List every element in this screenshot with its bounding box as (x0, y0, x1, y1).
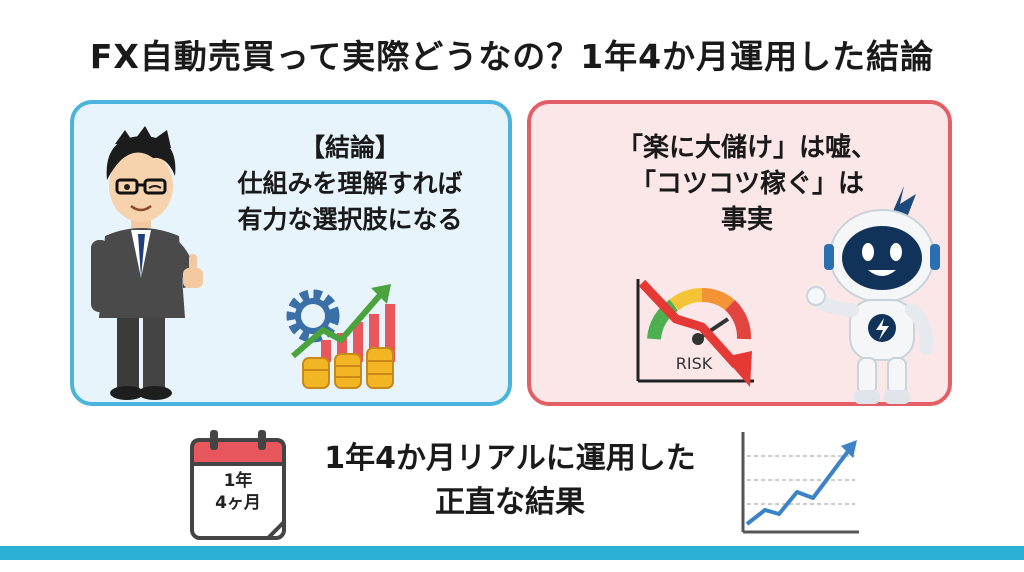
robot-mascot (806, 186, 940, 404)
risk-gauge-icon: RISK (636, 279, 754, 387)
down-arrow-icon (638, 279, 752, 387)
calendar-label: 1年 4ヶ月 (193, 470, 283, 514)
conclusion-line-1: 仕組みを理解すれば (237, 169, 463, 198)
risk-line-1: 「楽に大儲け」は嘘、 (616, 133, 877, 163)
calendar-icon (190, 430, 286, 540)
coin-stack-icon (302, 347, 394, 389)
line-chart-icon (741, 432, 859, 534)
conclusion-text: 【結論】 仕組みを理解すれば 有力な選択肢になる (200, 130, 500, 238)
result-line-1: 1年4か月リアルに運用した (324, 441, 696, 476)
calendar-line-1: 1年 (223, 471, 253, 491)
gear-icon (286, 289, 340, 343)
calendar-line-2: 4ヶ月 (215, 493, 261, 513)
conclusion-line-2: 有力な選択肢になる (237, 205, 463, 234)
result-line-2: 正直な結果 (435, 485, 585, 520)
footer-bar (0, 546, 1024, 560)
risk-text: 「楽に大儲け」は嘘、 「コツコツ稼ぐ」は 事実 (567, 130, 927, 238)
businessman-illustration (91, 126, 203, 400)
page-title: FX自動売買って実際どうなの？1年4か月運用した結論 (89, 37, 935, 76)
risk-line-3: 事実 (720, 205, 773, 235)
risk-label: RISK (676, 354, 713, 373)
conclusion-heading: 【結論】 (299, 133, 400, 162)
risk-line-2: 「コツコツ稼ぐ」は (629, 169, 864, 199)
growth-chart-icon (286, 284, 395, 389)
result-text: 1年4か月リアルに運用した 正直な結果 (300, 437, 720, 525)
